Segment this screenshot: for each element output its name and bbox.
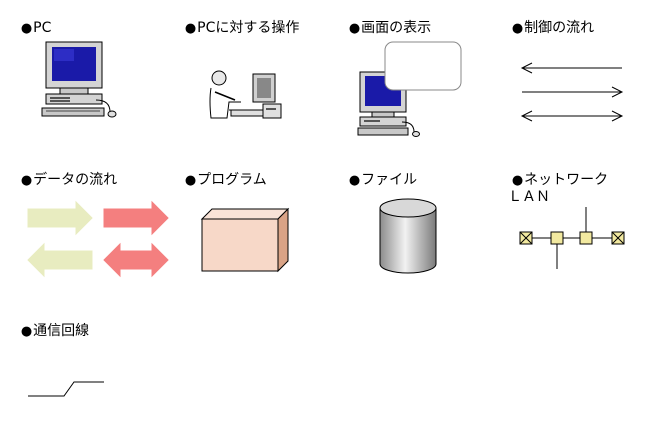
bullet: ●	[20, 21, 33, 36]
control-flow-arrows-icon	[520, 62, 624, 122]
bullet: ●	[20, 173, 33, 188]
legend-label-comm-line: 通信回線	[33, 323, 90, 339]
bullet: ●	[348, 21, 361, 36]
pc-screen-callout-icon	[357, 41, 462, 137]
file-cylinder-icon	[379, 198, 437, 274]
bullet: ●	[184, 173, 197, 188]
legend-label-screen-display: 画面の表示	[361, 20, 432, 36]
legend-label-pc: PC	[33, 20, 52, 36]
legend-label-control-flow: 制御の流れ	[524, 20, 595, 36]
legend-label-network: ネットワーク ＬＡＮ	[507, 172, 609, 205]
bullet: ●	[511, 173, 524, 188]
legend-label-data-flow: データの流れ	[33, 172, 118, 188]
bullet: ●	[348, 173, 361, 188]
comm-line-icon	[28, 381, 104, 397]
bullet: ●	[184, 21, 197, 36]
legend-label-file: ファイル	[361, 172, 418, 188]
bullet: ●	[20, 324, 33, 339]
lan-bus-icon	[519, 207, 625, 269]
person-at-pc-icon	[209, 70, 282, 119]
program-box-icon	[200, 207, 290, 273]
bullet: ●	[511, 21, 524, 36]
data-flow-arrows-icon	[27, 200, 169, 278]
desktop-pc-icon	[41, 41, 117, 118]
legend-label-program: プログラム	[197, 172, 267, 188]
legend-label-pc-operation: PCに対する操作	[197, 20, 300, 36]
